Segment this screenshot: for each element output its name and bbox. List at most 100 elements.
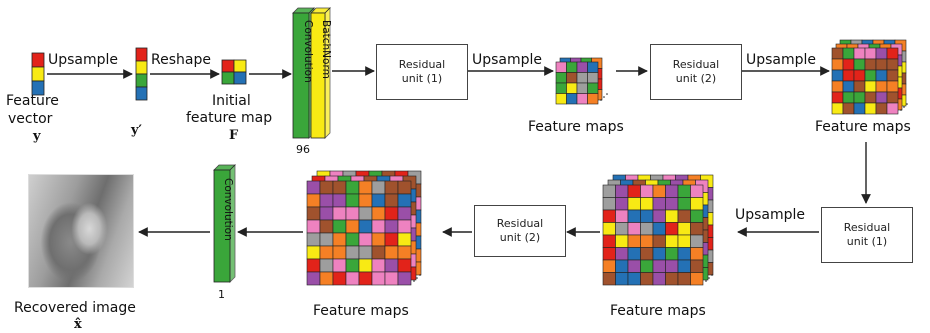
initial-feature-map-cell [233,71,247,85]
feature-maps-3-label: Feature maps [610,303,706,319]
feature-maps-1-cell [576,93,588,105]
feature-maps-3-cell [627,222,641,236]
feature-maps-4-cell [358,271,373,286]
feature-maps-1-cell [587,72,599,84]
feature-maps-4-cell [371,258,386,273]
feature-maps-2-cell [864,69,877,82]
feature-maps-3-cell [627,184,641,198]
feature-maps-1-cell [576,72,588,84]
feature-maps-2-cell [831,69,844,82]
feature-maps-3-cell [690,209,704,223]
feature-maps-3-cell [602,234,616,248]
feature-maps-2-dot [906,103,908,105]
feature-maps-3-cell [615,247,629,261]
feature-maps-1-dot [603,96,605,98]
feature-maps-1 [555,57,608,105]
feature-maps-3-cell [627,234,641,248]
feature-vector-y-cell [31,66,45,82]
feature-maps-4-cell [345,193,360,208]
feature-maps-4-cell [319,258,334,273]
feature-maps-3-cell [640,234,654,248]
feature-maps-2-cell [864,58,877,71]
feature-maps-4-dot [419,274,421,276]
feature-maps-3 [602,174,714,286]
feature-maps-4-cell [371,180,386,195]
feature-maps-3-cell [615,209,629,223]
feature-maps-4-cell [319,219,334,234]
feature-maps-2-cell [875,91,888,104]
feature-maps-3-cell [677,247,691,261]
feature-maps-4-cell [384,193,399,208]
feature-maps-4-cell [306,245,321,260]
residual-unit-2-top-line2: unit (2) [675,72,717,85]
feature-maps-3-cell [640,247,654,261]
feature-maps-1-cell [555,72,567,84]
feature-maps-3-cell [665,209,679,223]
feature-maps-2-cell [886,91,899,104]
feature-vector-y-cell [31,52,45,68]
feature-maps-3-cell [627,209,641,223]
feature-maps-4-cell [358,180,373,195]
feature-maps-3-dot [708,277,710,279]
feature-maps-3-cell [615,197,629,211]
feature-maps-4-cell [319,206,334,221]
feature-maps-3-cell [652,222,666,236]
batchnorm-slab-front [310,12,326,139]
feature-maps-1-dot [606,93,608,95]
feature-maps-3-dot [705,280,707,282]
feature-maps-4-cell [358,219,373,234]
feature-maps-3-cell [677,222,691,236]
feature-maps-4-cell [345,271,360,286]
edge-upsample-4: Upsample [735,207,806,223]
feature-maps-3-cell [690,197,704,211]
feature-maps-4-cell [384,245,399,260]
feature-maps-1-label: Feature maps [528,119,624,135]
feature-maps-2-cell [886,47,899,60]
feature-maps-4-cell [397,206,412,221]
feature-maps-3-cell [627,272,641,286]
feature-maps-3-cell [615,272,629,286]
feature-maps-2-cell [875,58,888,71]
feature-maps-4-cell [384,206,399,221]
feature-maps-4-cell [384,271,399,286]
feature-maps-1-cell [587,61,599,73]
feature-maps-2-cell [875,47,888,60]
feature-maps-4-cell [319,193,334,208]
initial-feature-map-label-1: Initial [212,93,251,109]
feature-maps-3-cell [665,259,679,273]
feature-maps-4-cell [345,245,360,260]
feature-maps-2-cell [853,69,866,82]
feature-maps-3-dot [711,274,713,276]
feature-maps-4-cell [358,206,373,221]
feature-maps-1-cell [566,82,578,94]
feature-maps-3-cell [665,234,679,248]
feature-maps-3-cell [677,259,691,273]
feature-maps-1-cell [555,61,567,73]
feature-maps-2-dot [900,109,902,111]
feature-maps-1-cell [555,82,567,94]
feature-maps-4-cell [306,206,321,221]
conv-label-vertical: Convolution [302,20,314,83]
feature-maps-4-cell [345,258,360,273]
feature-maps-3-cell [652,272,666,286]
feature-maps-1-cell [566,93,578,105]
feature-maps-4-cell [358,245,373,260]
feature-maps-3-cell [640,222,654,236]
batchnorm-slab [310,7,331,139]
feature-vector-y [31,52,45,96]
feature-maps-4-cell [332,206,347,221]
feature-maps-4-cell [384,180,399,195]
feature-maps-2-cell [875,69,888,82]
feature-maps-4-cell [306,193,321,208]
feature-maps-2-cell [842,47,855,60]
feature-maps-3-cell [665,222,679,236]
feature-maps-4-cell [332,232,347,247]
feature-maps-2-cell [842,91,855,104]
batchnorm-label-vertical: BatchNorm [320,20,332,79]
residual-unit-2-bottom-line2: unit (2) [499,231,541,244]
feature-maps-4-cell [371,193,386,208]
feature-maps-3-cell [602,184,616,198]
residual-unit-1-bottom-line1: Residual [843,221,891,234]
initial-feature-map-cell [221,59,235,73]
